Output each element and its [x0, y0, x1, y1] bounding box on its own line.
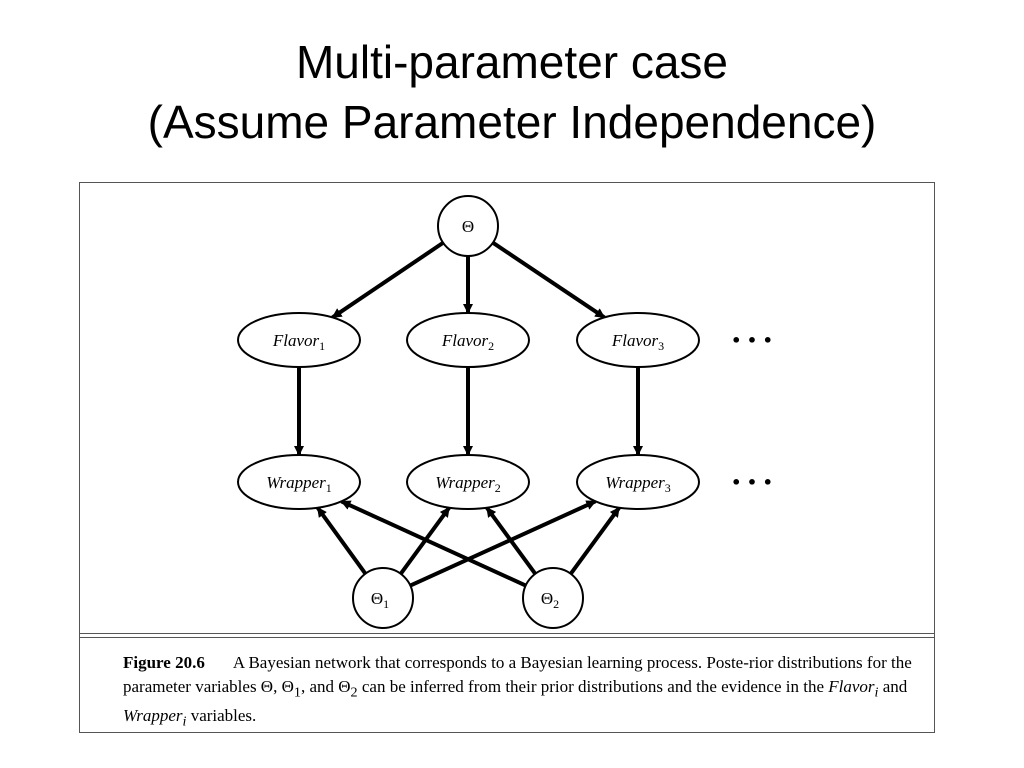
svg-text:Θ: Θ: [462, 217, 474, 236]
node-flavor-2-label: Flavor: [441, 331, 489, 350]
caption-sub-2: 2: [350, 684, 358, 701]
caption-divider-top: [79, 633, 935, 634]
node-wrapper-2-sub: 2: [495, 481, 501, 495]
node-flavor-1-label: Flavor: [272, 331, 320, 350]
node-flavor-3-label: Flavor: [611, 331, 659, 350]
node-theta-1-sub: 1: [383, 597, 389, 611]
caption-sub-i-1: i: [874, 684, 879, 701]
edge-theta-to-flavor1: [331, 241, 445, 320]
caption-divider-bottom: [79, 637, 935, 638]
figure-number: Figure 20.6: [123, 653, 205, 672]
node-wrapper-2-label: Wrapper: [435, 473, 495, 492]
edge-theta-to-flavor3: [491, 241, 606, 320]
node-wrapper-3: Wrapper3: [576, 454, 700, 510]
caption-var-wrapper: Wrapper: [123, 706, 183, 726]
node-theta-1-label: Θ: [371, 589, 383, 608]
bayesian-network-diagram: Θ Flavor1 Flavor2 Flavor3 • • • Wrapper1…: [237, 195, 773, 629]
node-theta-2: Θ2: [522, 567, 584, 629]
svg-text:Θ2: Θ2: [541, 589, 559, 611]
node-wrapper-1-label: Wrapper: [266, 473, 326, 492]
node-flavor-1: Flavor1: [237, 312, 361, 368]
caption-text-1: A Bayesian network that corresponds to a…: [123, 653, 912, 696]
caption-sub-i-2: i: [182, 713, 187, 730]
node-flavor-2-sub: 2: [488, 339, 494, 353]
caption-text-2: , and Θ: [300, 677, 351, 696]
edge-theta1-to-wrapper3: [409, 499, 597, 588]
node-wrapper-3-label: Wrapper: [605, 473, 665, 492]
caption-text-5: variables.: [186, 706, 257, 726]
svg-text:Θ1: Θ1: [371, 589, 389, 611]
edge-theta1-to-wrapper1: [315, 506, 368, 575]
node-wrapper-1-sub: 1: [326, 481, 332, 495]
svg-text:Wrapper2: Wrapper2: [435, 473, 501, 495]
node-theta-label: Θ: [462, 217, 474, 236]
node-flavor-3-sub: 3: [658, 339, 664, 353]
node-theta-1: Θ1: [352, 567, 414, 629]
edge-theta2-to-wrapper1: [340, 499, 527, 588]
node-flavor-2: Flavor2: [406, 312, 530, 368]
node-wrapper-3-sub: 3: [665, 481, 671, 495]
node-theta-2-sub: 2: [553, 597, 559, 611]
node-theta: Θ: [437, 195, 499, 257]
slide-title-line-2: (Assume Parameter Independence): [147, 96, 877, 148]
node-theta-2-label: Θ: [541, 589, 553, 608]
svg-text:Flavor2: Flavor2: [441, 331, 494, 353]
slide-title: Multi-parameter case (Assume Parameter I…: [0, 32, 1024, 152]
caption-text-4: and: [878, 677, 908, 696]
caption-var-flavor: Flavor: [828, 677, 875, 696]
caption-text-3: can be inferred from their prior distrib…: [357, 677, 829, 696]
node-wrapper-2: Wrapper2: [406, 454, 530, 510]
node-wrapper-1: Wrapper1: [237, 454, 361, 510]
node-flavor-1-sub: 1: [319, 339, 325, 353]
svg-text:Wrapper3: Wrapper3: [605, 473, 671, 495]
wrapper-row-ellipsis: • • •: [731, 473, 773, 492]
node-flavor-3: Flavor3: [576, 312, 700, 368]
figure-frame: [79, 182, 935, 733]
edge-group: [294, 241, 643, 588]
svg-text:Flavor3: Flavor3: [611, 331, 664, 353]
edge-theta2-to-wrapper2: [485, 506, 537, 575]
flavor-row-ellipsis: • • •: [731, 331, 773, 350]
caption-sub-1: 1: [293, 684, 301, 701]
svg-text:Flavor1: Flavor1: [272, 331, 325, 353]
slide-title-line-1: Multi-parameter case: [295, 36, 729, 88]
svg-text:Wrapper1: Wrapper1: [266, 473, 332, 495]
edge-theta2-to-wrapper3: [569, 506, 621, 575]
